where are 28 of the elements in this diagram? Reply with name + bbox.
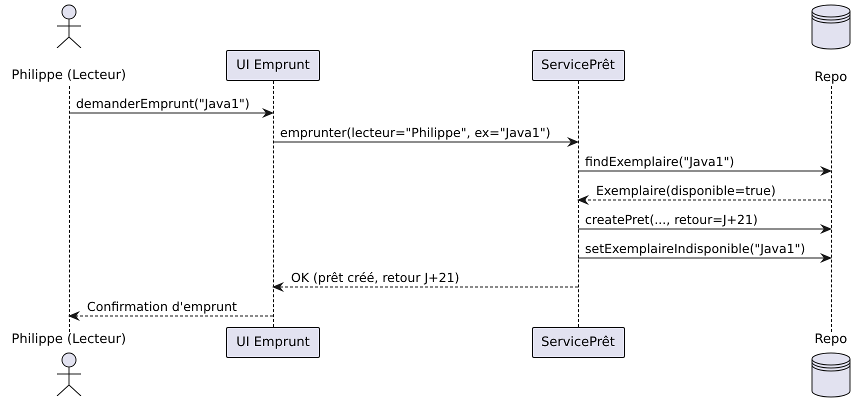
message-label: setExemplaireIndisponible("Java1") (584, 241, 806, 256)
participant-box: UI Emprunt (226, 327, 320, 358)
participant-name: Repo (814, 332, 848, 347)
lifeline (831, 86, 832, 332)
message-label: Exemplaire(disponible=true) (595, 183, 777, 198)
message-arrow (578, 253, 832, 263)
message-label: createPret(..., retour=J+21) (584, 212, 759, 227)
message-arrow (578, 224, 832, 234)
participant-name: Repo (814, 70, 848, 85)
participant-box: ServicePrêt (532, 327, 624, 358)
lifeline (273, 81, 274, 327)
message-arrow (272, 137, 579, 147)
message-label: emprunter(lecteur="Philippe", ex="Java1") (279, 125, 552, 140)
actor-name: Philippe (Lecteur) (12, 68, 126, 83)
message-arrow (577, 195, 832, 205)
actor-name: Philippe (Lecteur) (12, 332, 126, 347)
message-arrow (68, 108, 274, 118)
message-arrow (68, 311, 274, 321)
message-label: demanderEmprunt("Java1") (75, 96, 251, 111)
participant-box: UI Emprunt (226, 50, 320, 81)
message-label: Confirmation d'emprunt (86, 299, 238, 314)
message-label: OK (prêt créé, retour J+21) (290, 270, 460, 285)
message-arrow (272, 282, 578, 292)
message-arrow (578, 166, 832, 176)
message-label: findExemplaire("Java1") (584, 154, 736, 169)
lifeline (69, 86, 70, 332)
lifeline (578, 81, 579, 327)
participant-box: ServicePrêt (532, 50, 624, 81)
